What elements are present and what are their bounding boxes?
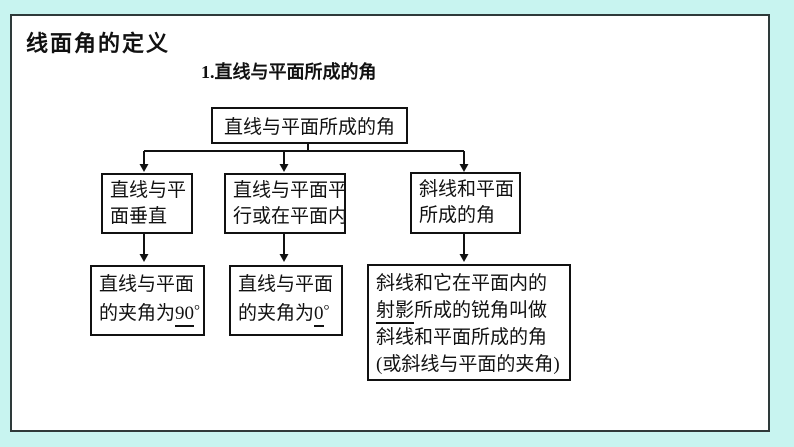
- slide-title: 线面角的定义: [26, 31, 171, 56]
- branch-label-line: 所成的角: [419, 205, 496, 226]
- underlined-angle-value: 0: [314, 303, 324, 327]
- outcome-text-prefix: 的夹角为: [99, 303, 176, 324]
- underlined-term-projection: 射影: [376, 300, 415, 324]
- flowchart-root-box: 直线与平面所成的角: [211, 107, 408, 144]
- branch-label-line: 面垂直: [110, 206, 168, 227]
- outcome-text-line: 斜线和平面所成的角: [376, 327, 548, 348]
- degree-symbol: °: [323, 303, 330, 319]
- outcome-text-line: 直线与平面: [99, 274, 195, 295]
- degree-symbol: °: [194, 303, 201, 319]
- outcome-text-rest: 所成的锐角叫做: [414, 300, 548, 321]
- outcome-text-line: 的夹角为0°: [238, 298, 341, 327]
- slide-content-panel: 线面角的定义 1.直线与平面所成的角: [10, 14, 770, 432]
- outcome-text-line: 射影所成的锐角叫做: [376, 297, 569, 324]
- underlined-angle-value: 90: [175, 303, 195, 327]
- flowchart-root-label: 直线与平面所成的角: [223, 117, 395, 138]
- outcome-text-line: (或斜线与平面的夹角): [376, 354, 560, 375]
- branch-label-line: 直线与平面平: [233, 180, 348, 201]
- outcome-text-line: 的夹角为90°: [99, 298, 203, 327]
- outcome-box-oblique-definition: 斜线和它在平面内的 射影所成的锐角叫做 斜线和平面所成的角 (或斜线与平面的夹角…: [367, 264, 571, 381]
- outcome-box-angle-0: 直线与平面 的夹角为0°: [229, 265, 343, 336]
- branch-label-line: 行或在平面内: [233, 206, 348, 227]
- branch-box-parallel-or-in-plane: 直线与平面平 行或在平面内: [224, 173, 348, 234]
- outcome-box-angle-90: 直线与平面 的夹角为90°: [90, 265, 205, 336]
- branch-label-line: 斜线和平面: [419, 179, 515, 200]
- branch-label-line: 直线与平: [110, 180, 187, 201]
- branch-box-perpendicular: 直线与平 面垂直: [101, 173, 193, 234]
- outcome-text-line: 直线与平面: [238, 274, 334, 295]
- section-subtitle: 1.直线与平面所成的角: [201, 62, 377, 82]
- outcome-text-line: 斜线和它在平面内的: [376, 273, 548, 294]
- outcome-text-prefix: 的夹角为: [238, 303, 315, 324]
- branch-box-oblique: 斜线和平面 所成的角: [410, 172, 521, 234]
